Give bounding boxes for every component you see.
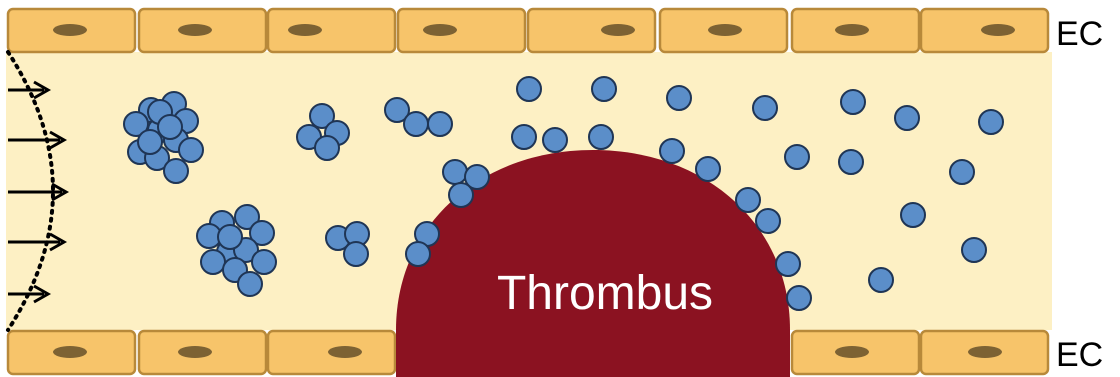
endothelial-cell: [268, 9, 395, 52]
platelet: [218, 225, 242, 249]
platelet: [344, 242, 368, 266]
ec-label-top: EC: [1056, 15, 1103, 53]
cell-nucleus: [178, 24, 212, 36]
platelet: [428, 112, 452, 136]
cell-nucleus: [708, 24, 742, 36]
platelet: [404, 112, 428, 136]
platelet: [895, 106, 919, 130]
platelet: [753, 96, 777, 120]
platelet: [589, 125, 613, 149]
platelet: [901, 203, 925, 227]
platelet: [869, 268, 893, 292]
platelet: [787, 286, 811, 310]
platelet: [164, 159, 188, 183]
cell-nucleus: [178, 346, 212, 358]
cell-nucleus: [53, 24, 87, 36]
platelet: [158, 115, 182, 139]
platelet: [543, 128, 567, 152]
cell-nucleus: [835, 346, 869, 358]
platelet: [785, 145, 809, 169]
platelet: [660, 139, 684, 163]
platelet: [315, 136, 339, 160]
platelet: [138, 130, 162, 154]
cell-nucleus: [53, 346, 87, 358]
platelet: [962, 238, 986, 262]
platelet: [406, 242, 430, 266]
thrombus-label: Thrombus: [497, 267, 713, 320]
cell-nucleus: [835, 24, 869, 36]
platelet: [736, 188, 760, 212]
cell-nucleus: [328, 346, 362, 358]
platelet: [201, 250, 225, 274]
platelet: [839, 150, 863, 174]
endothelial-cell: [398, 9, 525, 52]
platelet: [592, 77, 616, 101]
cell-nucleus: [981, 24, 1015, 36]
cell-nucleus: [968, 346, 1002, 358]
cell-nucleus: [423, 24, 457, 36]
ec-label-bottom: EC: [1056, 336, 1103, 374]
platelet: [756, 209, 780, 233]
endothelial-cell: [528, 9, 655, 52]
platelet: [449, 183, 473, 207]
platelet: [841, 90, 865, 114]
platelet: [776, 252, 800, 276]
platelet: [443, 160, 467, 184]
endothelial-layer-top: [8, 9, 1048, 52]
cell-nucleus: [288, 24, 322, 36]
platelet: [252, 250, 276, 274]
platelet: [950, 160, 974, 184]
platelet: [512, 125, 536, 149]
platelet: [696, 157, 720, 181]
platelet: [979, 110, 1003, 134]
platelet: [667, 86, 691, 110]
platelet: [238, 272, 262, 296]
platelet: [179, 138, 203, 162]
platelet: [517, 77, 541, 101]
cell-nucleus: [601, 24, 635, 36]
